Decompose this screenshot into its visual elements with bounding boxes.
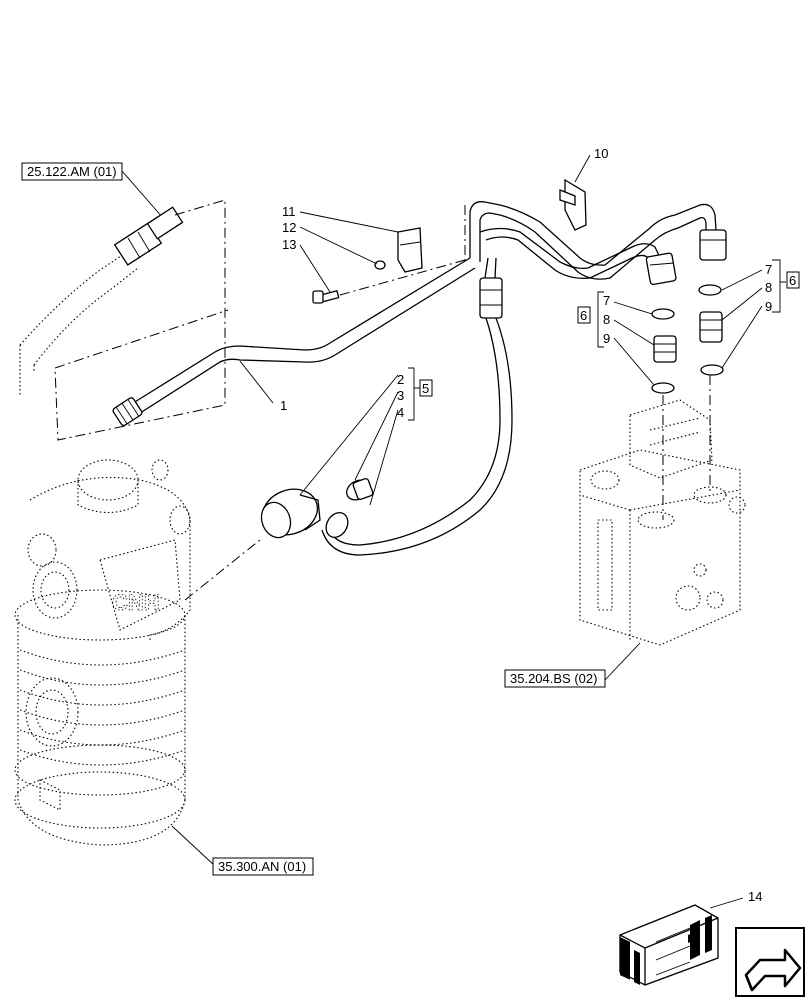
o-ring-7-right — [698, 284, 722, 296]
clip-11 — [397, 227, 423, 273]
filter-housing-35-300 — [14, 459, 191, 846]
bolt-13 — [312, 289, 340, 304]
next-page-arrow-icon[interactable] — [735, 927, 805, 997]
callout-11: 11 — [282, 204, 296, 219]
callout-7-left: 7 — [603, 293, 610, 308]
hose-fitting-25-122 — [19, 206, 184, 395]
tube-1 — [112, 257, 476, 427]
callout-4: 4 — [397, 405, 404, 420]
ref-25-122-am[interactable]: 25.122.AM (01) — [21, 162, 123, 181]
clamp-insert-3 — [346, 478, 374, 501]
callout-7-right: 7 — [765, 262, 772, 277]
upper-tube-assembly — [321, 201, 727, 556]
o-ring-9-right — [700, 364, 724, 376]
clip-10 — [559, 178, 587, 231]
callout-12: 12 — [282, 220, 296, 235]
callout-5: 5 — [422, 381, 429, 396]
callout-6-left: 6 — [580, 308, 587, 323]
callout-9-left: 9 — [603, 331, 610, 346]
kit-crate-14 — [619, 904, 719, 986]
callout-9-right: 9 — [765, 299, 772, 314]
svg-text:35.204.BS (02): 35.204.BS (02) — [510, 671, 597, 686]
washer-12 — [374, 260, 386, 270]
callout-8-left: 8 — [603, 312, 610, 327]
valve-block-35-204 — [579, 399, 746, 646]
callout-1: 1 — [280, 398, 287, 413]
adapter-8-left — [653, 335, 677, 363]
ref-35-204-bs[interactable]: 35.204.BS (02) — [504, 669, 606, 688]
cnh-logo: CNH — [112, 590, 160, 615]
clamp-2 — [260, 488, 321, 539]
callout-13: 13 — [282, 237, 296, 252]
o-ring-9-left — [651, 382, 675, 394]
callout-2: 2 — [397, 372, 404, 387]
callout-3: 3 — [397, 388, 404, 403]
svg-text:35.300.AN (01): 35.300.AN (01) — [218, 859, 306, 874]
callout-8-right: 8 — [765, 280, 772, 295]
ref-35-300-an[interactable]: 35.300.AN (01) — [212, 857, 314, 876]
callout-14: 14 — [748, 889, 762, 904]
o-ring-7-left — [651, 308, 675, 320]
callout-6-right: 6 — [789, 273, 796, 288]
adapter-8-right — [699, 311, 723, 343]
svg-text:25.122.AM (01): 25.122.AM (01) — [27, 164, 117, 179]
callout-10: 10 — [594, 146, 608, 161]
